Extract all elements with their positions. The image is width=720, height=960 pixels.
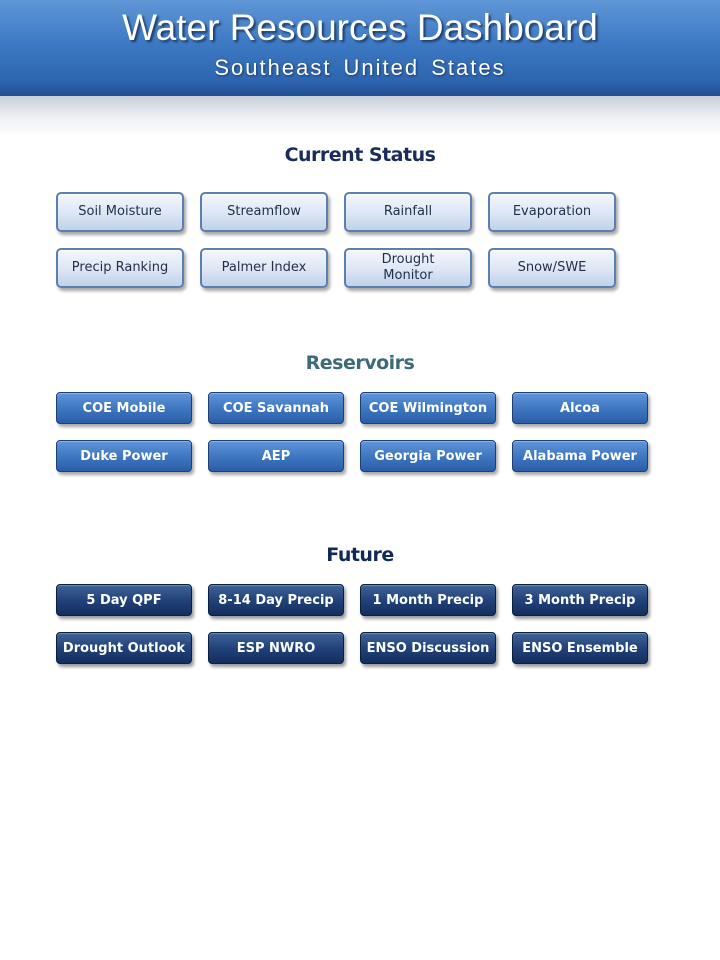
reservoirs-heading: Reservoirs: [305, 352, 415, 374]
1-month-precip-button[interactable]: 1 Month Precip: [360, 584, 496, 616]
enso-discussion-button[interactable]: ENSO Discussion: [360, 632, 496, 664]
rainfall-button[interactable]: Rainfall: [344, 192, 472, 232]
drought-outlook-button[interactable]: Drought Outlook: [56, 632, 192, 664]
duke-power-button[interactable]: Duke Power: [56, 440, 192, 472]
8-14-day-precip-button[interactable]: 8-14 Day Precip: [208, 584, 344, 616]
drought-monitor-button[interactable]: Drought Monitor: [344, 248, 472, 288]
enso-ensemble-button[interactable]: ENSO Ensemble: [512, 632, 648, 664]
esp-nwro-button[interactable]: ESP NWRO: [208, 632, 344, 664]
future-heading: Future: [326, 544, 394, 566]
5-day-qpf-button[interactable]: 5 Day QPF: [56, 584, 192, 616]
snow-swe-button[interactable]: Snow/SWE: [488, 248, 616, 288]
page-subtitle: Southeast United States: [214, 55, 506, 80]
coe-mobile-button[interactable]: COE Mobile: [56, 392, 192, 424]
precip-ranking-button[interactable]: Precip Ranking: [56, 248, 184, 288]
streamflow-button[interactable]: Streamflow: [200, 192, 328, 232]
soil-moisture-button[interactable]: Soil Moisture: [56, 192, 184, 232]
georgia-power-button[interactable]: Georgia Power: [360, 440, 496, 472]
coe-wilmington-button[interactable]: COE Wilmington: [360, 392, 496, 424]
coe-savannah-button[interactable]: COE Savannah: [208, 392, 344, 424]
header-banner: Water Resources Dashboard Southeast Unit…: [0, 0, 720, 97]
palmer-index-button[interactable]: Palmer Index: [200, 248, 328, 288]
3-month-precip-button[interactable]: 3 Month Precip: [512, 584, 648, 616]
alabama-power-button[interactable]: Alabama Power: [512, 440, 648, 472]
page-title: Water Resources Dashboard: [122, 7, 598, 48]
header-shadow: [0, 96, 720, 136]
alcoa-button[interactable]: Alcoa: [512, 392, 648, 424]
aep-button[interactable]: AEP: [208, 440, 344, 472]
current-status-heading: Current Status: [284, 144, 436, 166]
evaporation-button[interactable]: Evaporation: [488, 192, 616, 232]
